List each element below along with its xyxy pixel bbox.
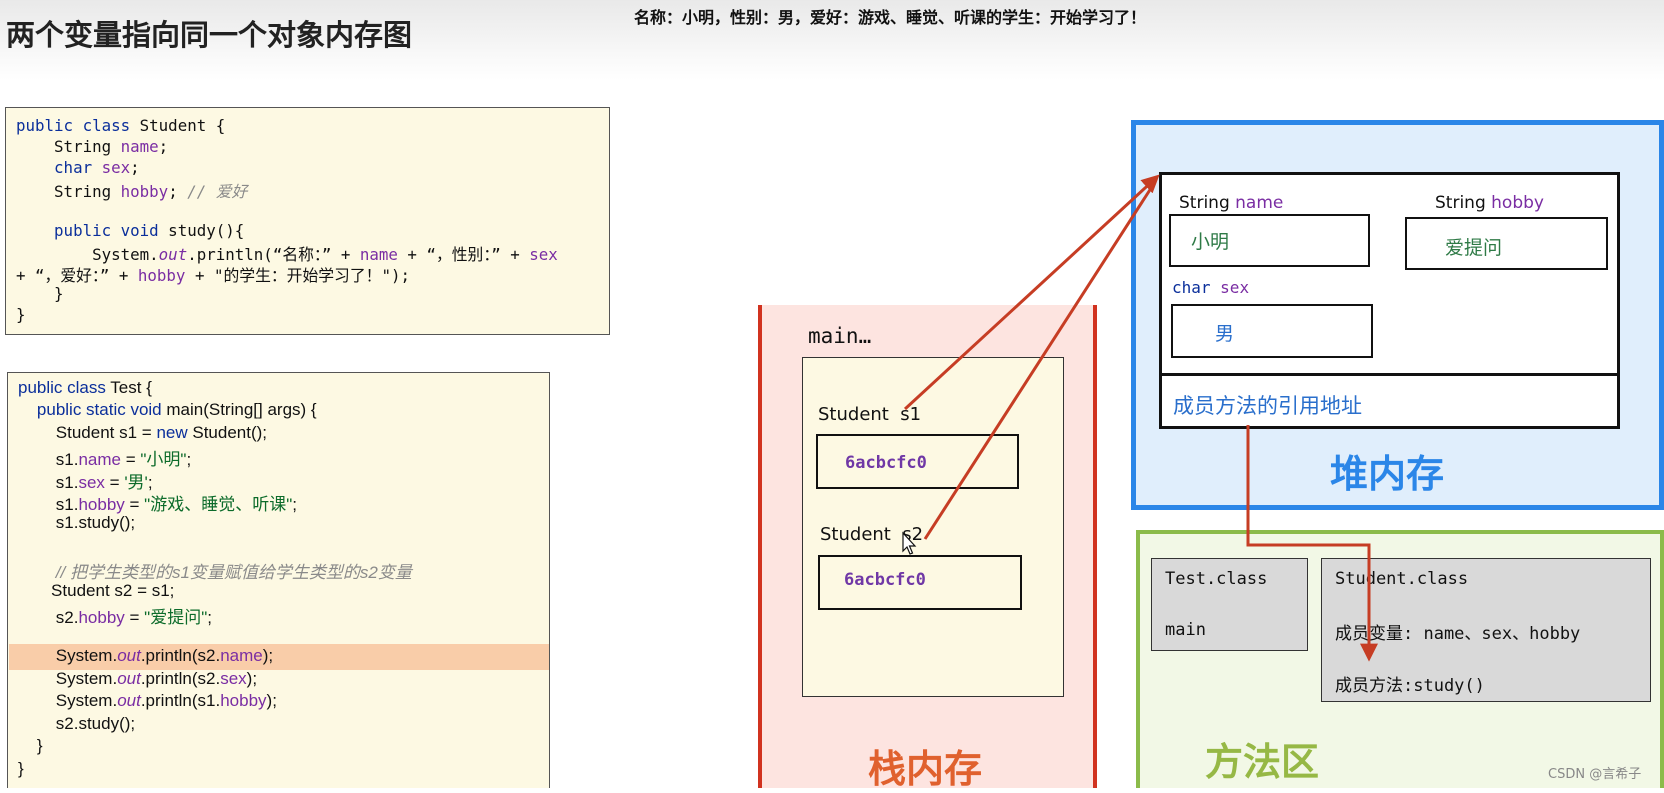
code-line: String name; xyxy=(16,137,169,156)
student-class-box: Student.class 成员变量: name、sex、hobby 成员方法:… xyxy=(1321,558,1651,702)
code-line: s2.hobby = "爱提问"; xyxy=(18,608,212,627)
method-area-label: 方法区 xyxy=(1205,740,1320,784)
hobby-value: 爱提问 xyxy=(1445,237,1503,259)
code-line: } xyxy=(18,759,24,778)
student-member-variables: 成员变量: name、sex、hobby xyxy=(1335,624,1581,644)
s1-address: 6acbcfc0 xyxy=(845,453,927,473)
code-line: s1.study(); xyxy=(18,513,136,532)
test-class-main: main xyxy=(1165,620,1206,640)
name-field-cell: 小明 xyxy=(1169,214,1370,267)
sex-field-cell: 男 xyxy=(1171,304,1373,358)
code-line: s1.name = "小明"; xyxy=(18,450,192,469)
s2-reference-arrow xyxy=(923,181,1157,540)
mouse-cursor-icon xyxy=(902,531,917,555)
code-line: public class Student { xyxy=(16,116,226,135)
hobby-field-cell: 爱提问 xyxy=(1405,217,1608,270)
name-field-label: String name xyxy=(1179,193,1284,213)
code-line: } xyxy=(18,736,43,755)
code-line: } xyxy=(16,284,64,303)
watermark: CSDN @言希子 xyxy=(1548,767,1642,782)
code-line: System.out.println(s1.hobby); xyxy=(18,691,277,710)
code-line: String hobby; // 爱好 xyxy=(16,182,248,201)
s2-address: 6acbcfc0 xyxy=(844,570,926,590)
student-member-methods: 成员方法:study() xyxy=(1335,676,1485,696)
test-class-box: Test.class main xyxy=(1151,558,1308,651)
current-line-highlight xyxy=(9,644,549,670)
code-line: public void study(){ xyxy=(54,221,245,240)
object-divider xyxy=(1159,373,1620,376)
code-line: System.out.println(s2.name); xyxy=(18,646,274,665)
code-line: s2.study(); xyxy=(18,714,136,733)
code-line: } xyxy=(16,305,26,324)
code-line: Student s2 = s1; xyxy=(18,581,175,600)
code-line: // 把学生类型的s1变量赋值给学生类型的s2变量 xyxy=(55,563,412,582)
stack-memory-label: 栈内存 xyxy=(868,747,983,791)
code-line: System.out.println(“名称：” + name + “，性别：”… xyxy=(16,245,558,264)
code-line: char sex; xyxy=(54,158,140,177)
main-frame-title: main… xyxy=(808,324,872,348)
code-line: public class Test { xyxy=(18,378,152,397)
sex-field-label: char sex xyxy=(1172,278,1250,297)
test-class-name: Test.class xyxy=(1165,569,1268,589)
hobby-field-label: String hobby xyxy=(1435,193,1544,213)
code-line: System.out.println(s2.sex); xyxy=(18,669,258,688)
code-line: Student s1 = new Student(); xyxy=(18,423,268,442)
page-title: 两个变量指向同一个对象内存图 xyxy=(6,18,413,52)
s2-variable-cell: 6acbcfc0 xyxy=(818,555,1022,610)
code-line: + “，爱好：” + hobby + "的学生：开始学习了！"); xyxy=(16,266,410,285)
method-reference-arrow xyxy=(1246,425,1378,662)
code-line: s1.hobby = "游戏、睡觉、听课"; xyxy=(18,495,297,514)
sex-value: 男 xyxy=(1215,323,1235,345)
method-reference-address: 成员方法的引用地址 xyxy=(1173,394,1362,418)
console-output: 名称：小明，性别：男，爱好：游戏、睡觉、听课的学生：开始学习了！ xyxy=(634,8,1147,27)
heap-memory-label: 堆内存 xyxy=(1330,452,1445,496)
code-line: s1.sex = '男'; xyxy=(18,473,153,492)
student-class-code: public class Student { String name; char… xyxy=(5,107,610,335)
test-class-code: public class Test { public static void m… xyxy=(7,372,550,788)
code-line: public static void main(String[] args) { xyxy=(36,400,317,419)
s1-reference-arrow xyxy=(903,174,1160,411)
header-band xyxy=(0,0,1664,80)
name-value: 小明 xyxy=(1191,231,1230,253)
